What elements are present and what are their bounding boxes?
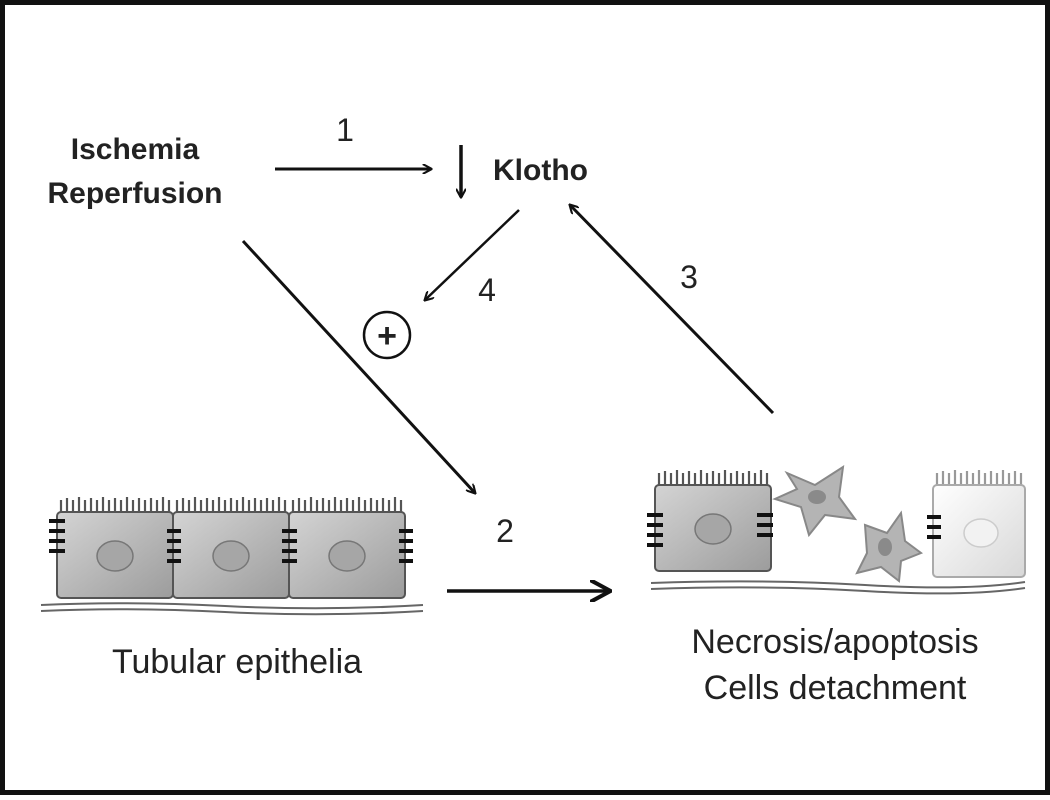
arrow-3 [570,205,775,415]
tubular-epithelia-label: Tubular epithelia [112,643,362,681]
plus-sign: + [377,317,397,355]
tubular-epithelia-illustration [40,495,424,616]
step-1-label: 1 [336,112,354,148]
klotho-label: Klotho [493,154,588,187]
ischemia-label: Ischemia [71,133,200,166]
arrow-2 [241,239,475,493]
step-3-label: 3 [680,259,698,295]
reperfusion-label: Reperfusion [47,177,222,210]
necrosis-label: Necrosis/apoptosis [691,623,978,661]
enhance-plus-icon [362,310,412,360]
step-4-label: 4 [478,272,496,308]
pathway-diagram: + Ischemia Reperfusion Klotho 1 2 3 4 Tu… [40,112,1026,707]
cells-detachment-label: Cells detachment [704,669,967,707]
detached-cells-illustration [647,464,1026,595]
step-2-label: 2 [496,513,514,549]
arrow-4 [425,209,520,300]
